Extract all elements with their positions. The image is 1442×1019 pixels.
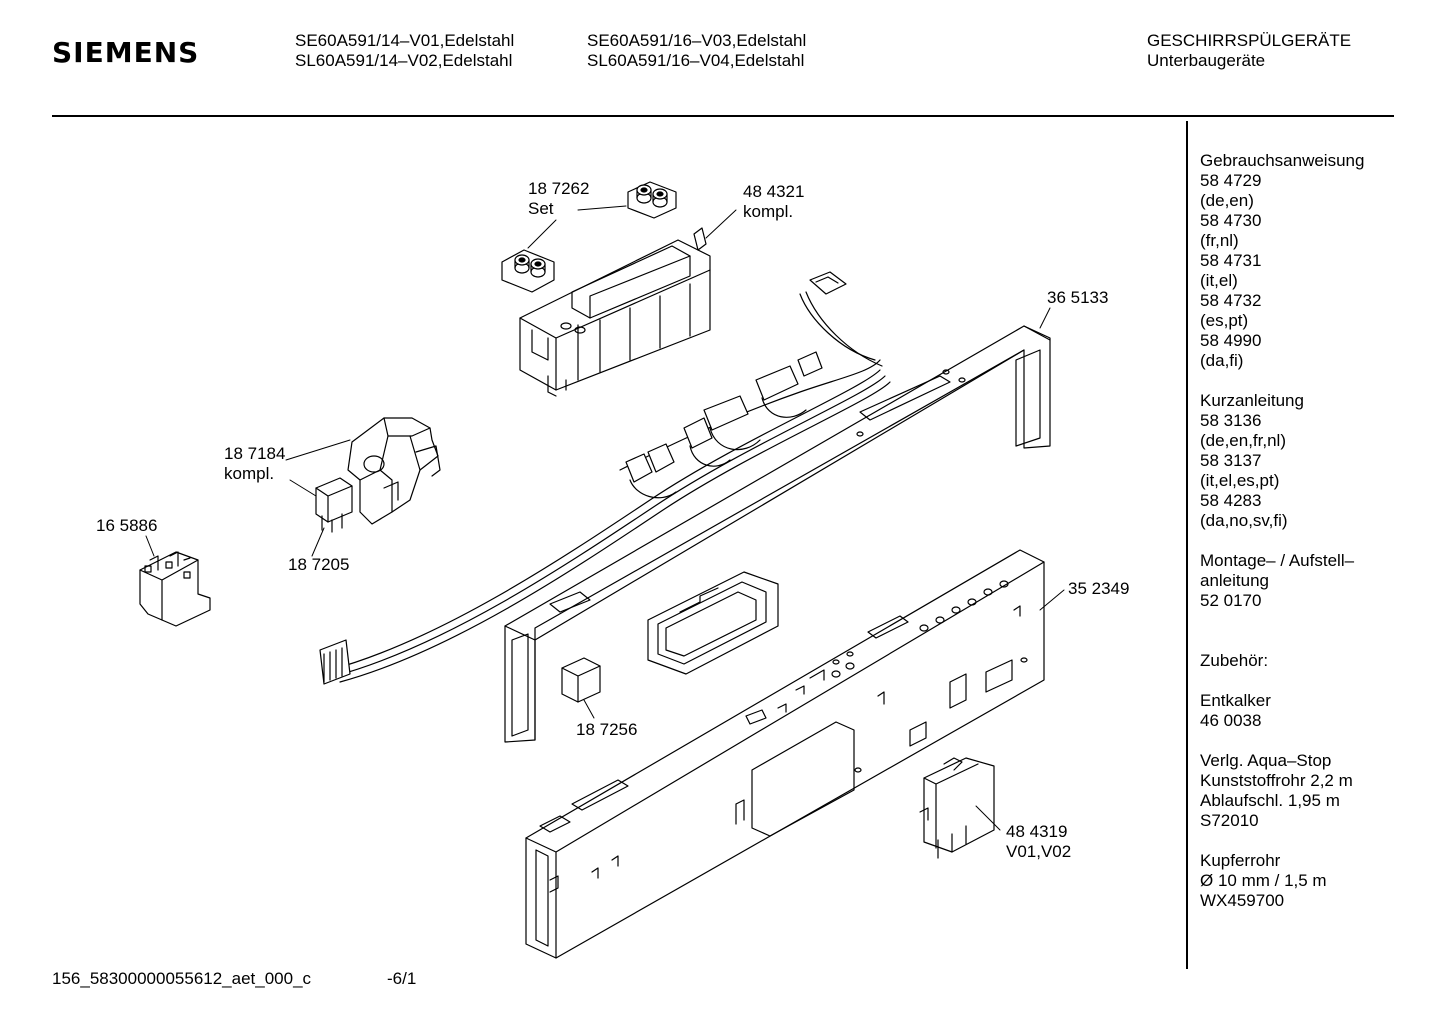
callout-484319: 48 4319 V01,V02 [1006, 822, 1071, 862]
sidebar-line: Kupferrohr [1200, 851, 1281, 870]
part-note: V01,V02 [1006, 842, 1072, 861]
sidebar-line: (fr,nl) [1200, 231, 1239, 250]
model-list-2: SE60A591/16–V03,Edelstahl SL60A591/16–V0… [587, 31, 806, 71]
sidebar-spacer [1200, 831, 1364, 851]
sidebar-spacer [1200, 611, 1364, 631]
sidebar-line: Kurzanleitung [1200, 391, 1304, 410]
display-window-frame [648, 572, 778, 674]
model-line: SE60A591/16–V03,Edelstahl [587, 31, 807, 50]
sidebar-spacer [1200, 671, 1364, 691]
sidebar-line: WX459700 [1200, 891, 1285, 910]
callout-187256: 18 7256 [576, 720, 637, 740]
gasket-part-right [628, 182, 676, 218]
header-divider [52, 115, 1394, 117]
model-line: SE60A591/14–V01,Edelstahl [295, 31, 515, 50]
part-note: kompl. [743, 202, 794, 221]
sidebar-line: (de,en) [1200, 191, 1254, 210]
control-module [520, 228, 710, 396]
part-number: 48 4321 [743, 182, 805, 201]
sidebar-line: Zubehör: [1200, 651, 1269, 670]
switch-part [562, 658, 600, 702]
callout-365133: 36 5133 [1047, 288, 1108, 308]
sidebar-line: (da,fi) [1200, 351, 1244, 370]
control-panel-frame [505, 326, 1050, 742]
sidebar-spacer [1200, 531, 1364, 551]
category-line: Unterbaugeräte [1147, 51, 1266, 70]
sidebar-line: 58 3137 [1200, 451, 1262, 470]
part-note: kompl. [224, 464, 275, 483]
part-number: 18 7184 [224, 444, 286, 463]
model-list-1: SE60A591/14–V01,Edelstahl SL60A591/14–V0… [295, 31, 514, 71]
sidebar-line: 58 3136 [1200, 411, 1262, 430]
exploded-parts-drawing [0, 0, 1186, 960]
callout-187184: 18 7184 kompl. [224, 444, 285, 484]
part-number: 16 5886 [96, 516, 158, 535]
brand-logo: SIEMENS [52, 36, 200, 69]
document-id: 156_58300000055612_aet_000_c [52, 969, 312, 988]
sidebar-line: (de,en,fr,nl) [1200, 431, 1286, 450]
sidebar-line: 58 4732 [1200, 291, 1262, 310]
sidebar-line: (da,no,sv,fi) [1200, 511, 1288, 530]
sidebar-line: 58 4731 [1200, 251, 1262, 270]
display-module [920, 758, 994, 858]
model-line: SL60A591/16–V04,Edelstahl [587, 51, 805, 70]
gasket-part-left [502, 250, 554, 292]
part-note: Set [528, 199, 554, 218]
part-number: 18 7205 [288, 555, 350, 574]
sidebar-line: Verlg. Aqua–Stop [1200, 751, 1332, 770]
sidebar-spacer [1200, 631, 1364, 651]
category-line: GESCHIRRSPÜLGERÄTE [1147, 31, 1352, 50]
callout-352349: 35 2349 [1068, 579, 1129, 599]
leader-lines [146, 206, 1064, 830]
part-number: 48 4319 [1006, 822, 1068, 841]
part-number: 36 5133 [1047, 288, 1109, 307]
sidebar-line: 52 0170 [1200, 591, 1262, 610]
sidebar-divider [1186, 121, 1188, 969]
sidebar-line: S72010 [1200, 811, 1259, 830]
part-number: 18 7256 [576, 720, 638, 739]
model-line: SL60A591/14–V02,Edelstahl [295, 51, 513, 70]
terminal-block [140, 552, 210, 626]
sidebar-line: (es,pt) [1200, 311, 1249, 330]
front-control-panel [526, 550, 1044, 958]
wiring-harness [320, 272, 890, 684]
product-category: GESCHIRRSPÜLGERÄTE Unterbaugeräte [1147, 31, 1351, 71]
callout-187205: 18 7205 [288, 555, 349, 575]
sidebar-line: 58 4283 [1200, 491, 1262, 510]
sidebar-line: Montage– / Aufstell– [1200, 551, 1355, 570]
sidebar-line: Ø 10 mm / 1,5 m [1200, 871, 1327, 890]
callout-484321: 48 4321 kompl. [743, 182, 804, 222]
micro-switch [316, 478, 352, 532]
sidebar-line: anleitung [1200, 571, 1270, 590]
part-number: 18 7262 [528, 179, 590, 198]
sidebar-line: 58 4729 [1200, 171, 1262, 190]
door-lock-assembly [348, 418, 440, 524]
sidebar-line: (it,el,es,pt) [1200, 471, 1280, 490]
sidebar-line: (it,el) [1200, 271, 1238, 290]
sidebar-line: Entkalker [1200, 691, 1271, 710]
sidebar-line: 58 4730 [1200, 211, 1262, 230]
page-number: -6/1 [387, 969, 417, 988]
part-number: 35 2349 [1068, 579, 1130, 598]
sidebar-line: 58 4990 [1200, 331, 1262, 350]
sidebar-line: Kunststoffrohr 2,2 m [1200, 771, 1353, 790]
sidebar-spacer [1200, 371, 1364, 391]
sidebar-line: Gebrauchsanweisung [1200, 151, 1365, 170]
sidebar-line: Ablaufschl. 1,95 m [1200, 791, 1340, 810]
sidebar-spacer [1200, 731, 1364, 751]
callout-165886: 16 5886 [96, 516, 157, 536]
callout-187262: 18 7262 Set [528, 179, 589, 219]
sidebar-line: 46 0038 [1200, 711, 1262, 730]
